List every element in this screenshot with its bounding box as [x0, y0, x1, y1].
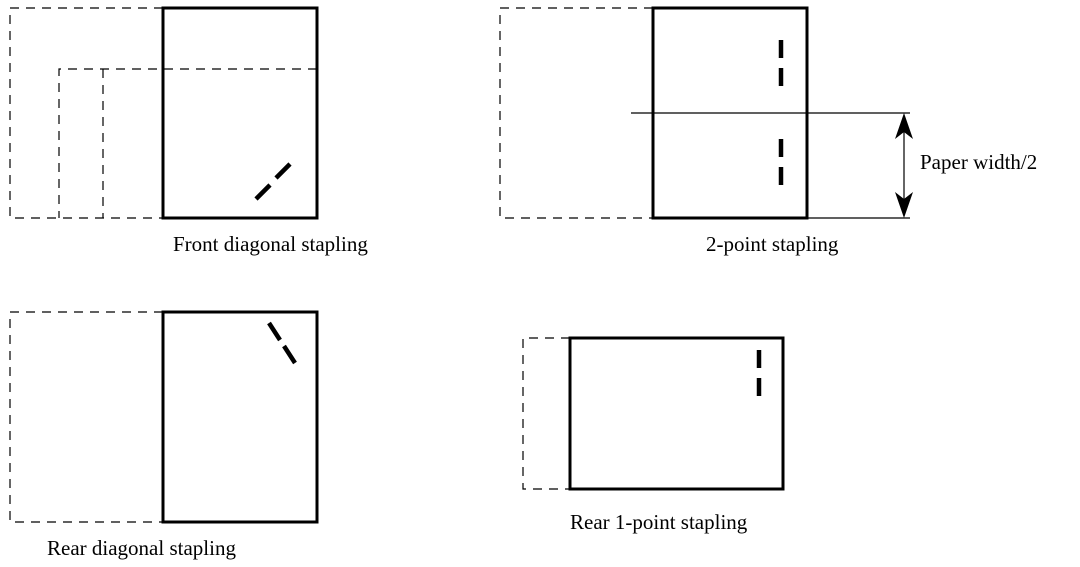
rear-diagonal-staple-mark-2	[282, 344, 297, 365]
dimension-arrow-up-icon	[895, 113, 913, 139]
two-point-stapling-figure: Paper width/2 2-point stapling	[499, 6, 1037, 256]
dimension-arrow-down-icon	[895, 192, 913, 218]
rear-one-point-label: Rear 1-point stapling	[570, 510, 748, 534]
front-diagonal-dashed-small-sheet	[58, 68, 317, 218]
rear-one-point-paper	[568, 336, 785, 491]
rear-one-point-stapling-figure: Rear 1-point stapling	[522, 336, 785, 534]
front-diagonal-staple-mark-2	[274, 162, 292, 180]
rear-diagonal-dashed-sheet	[9, 311, 163, 523]
front-diagonal-stapling-figure: Front diagonal stapling	[9, 6, 368, 256]
front-diagonal-dashed-large-sheet	[9, 7, 163, 219]
dimension-label: Paper width/2	[920, 150, 1037, 174]
front-diagonal-label: Front diagonal stapling	[173, 232, 368, 256]
front-diagonal-paper	[161, 6, 319, 220]
rear-diagonal-paper	[161, 310, 319, 524]
rear-diagonal-stapling-figure: Rear diagonal stapling	[9, 310, 319, 560]
rear-diagonal-label: Rear diagonal stapling	[47, 536, 236, 560]
two-point-dashed-sheet	[499, 7, 653, 219]
front-diagonal-staple-mark-1	[254, 183, 272, 201]
rear-diagonal-staple-mark-1	[267, 321, 282, 342]
two-point-label: 2-point stapling	[706, 232, 839, 256]
rear-one-point-dashed-sheet	[522, 337, 570, 490]
